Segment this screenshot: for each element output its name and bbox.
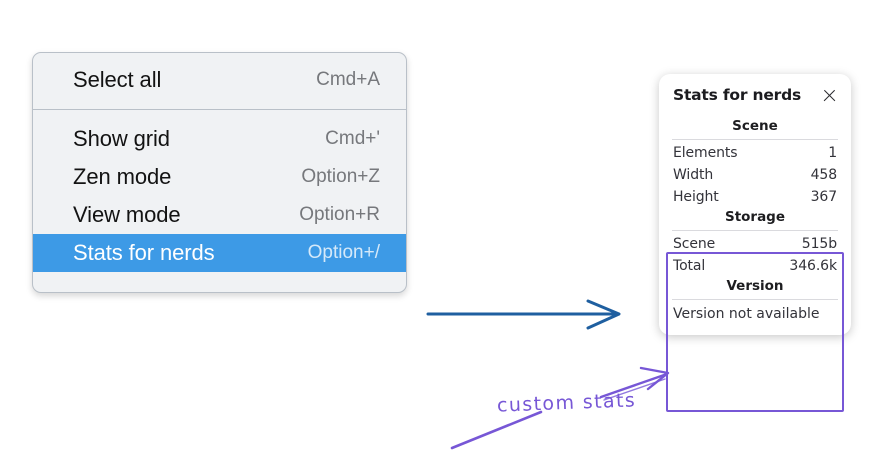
stats-panel-title: Stats for nerds xyxy=(673,86,802,104)
stat-value: 367 xyxy=(810,189,838,205)
section-heading-scene: Scene xyxy=(732,118,778,134)
menu-item-select-all[interactable]: Select all Cmd+A xyxy=(33,61,406,99)
stat-row-storage-scene: Scene 515b xyxy=(659,233,851,255)
stat-row-width: Width 458 xyxy=(659,164,851,186)
menu-item-shortcut: Cmd+' xyxy=(325,128,380,149)
stat-value: 346.6k xyxy=(789,258,837,274)
stat-key: Height xyxy=(673,189,719,205)
menu-group-2: Show grid Cmd+' Zen mode Option+Z View m… xyxy=(33,110,406,272)
underline-stroke-icon xyxy=(450,410,543,450)
stat-key: Scene xyxy=(673,236,716,252)
section-heading-version: Version xyxy=(726,278,784,294)
version-text: Version not available xyxy=(673,306,820,322)
stat-value: 458 xyxy=(810,167,838,183)
menu-item-shortcut: Cmd+A xyxy=(316,69,380,90)
handwritten-annotation-label: custom stats xyxy=(496,389,637,417)
menu-item-stats-for-nerds[interactable]: Stats for nerds Option+/ xyxy=(33,234,406,272)
menu-item-label: Zen mode xyxy=(73,164,172,189)
arrow-right-icon xyxy=(426,299,621,330)
menu-item-view-mode[interactable]: View mode Option+R xyxy=(33,196,406,234)
menu-item-label: View mode xyxy=(73,202,181,227)
menu-item-show-grid[interactable]: Show grid Cmd+' xyxy=(33,120,406,158)
menu-item-label: Stats for nerds xyxy=(73,240,215,265)
context-menu[interactable]: Select all Cmd+A Show grid Cmd+' Zen mod… xyxy=(32,52,407,293)
stat-row-elements: Elements 1 xyxy=(659,142,851,164)
section-divider xyxy=(672,230,838,231)
stats-for-nerds-panel: Stats for nerds Scene Elements 1 Width 4… xyxy=(659,74,851,335)
section-divider xyxy=(672,139,838,140)
close-icon[interactable] xyxy=(821,87,838,104)
section-heading-storage: Storage xyxy=(724,209,786,225)
stats-panel-header: Stats for nerds xyxy=(659,86,851,104)
stat-key: Width xyxy=(673,167,714,183)
menu-footer-spacer xyxy=(33,272,406,292)
menu-group-1: Select all Cmd+A xyxy=(33,53,406,109)
stat-value: 515b xyxy=(801,236,837,252)
stat-row-storage-total: Total 346.6k xyxy=(659,255,851,277)
menu-item-label: Show grid xyxy=(73,126,170,151)
menu-item-shortcut: Option+R xyxy=(299,204,380,225)
stat-value: 1 xyxy=(828,145,837,161)
menu-item-shortcut: Option+/ xyxy=(307,242,380,263)
stat-row-height: Height 367 xyxy=(659,186,851,208)
stat-key: Total xyxy=(673,258,706,274)
menu-item-label: Select all xyxy=(73,67,162,92)
menu-item-shortcut: Option+Z xyxy=(301,166,380,187)
stat-key: Elements xyxy=(673,145,738,161)
menu-item-zen-mode[interactable]: Zen mode Option+Z xyxy=(33,158,406,196)
section-divider xyxy=(672,299,838,300)
menu-separator xyxy=(33,109,406,110)
